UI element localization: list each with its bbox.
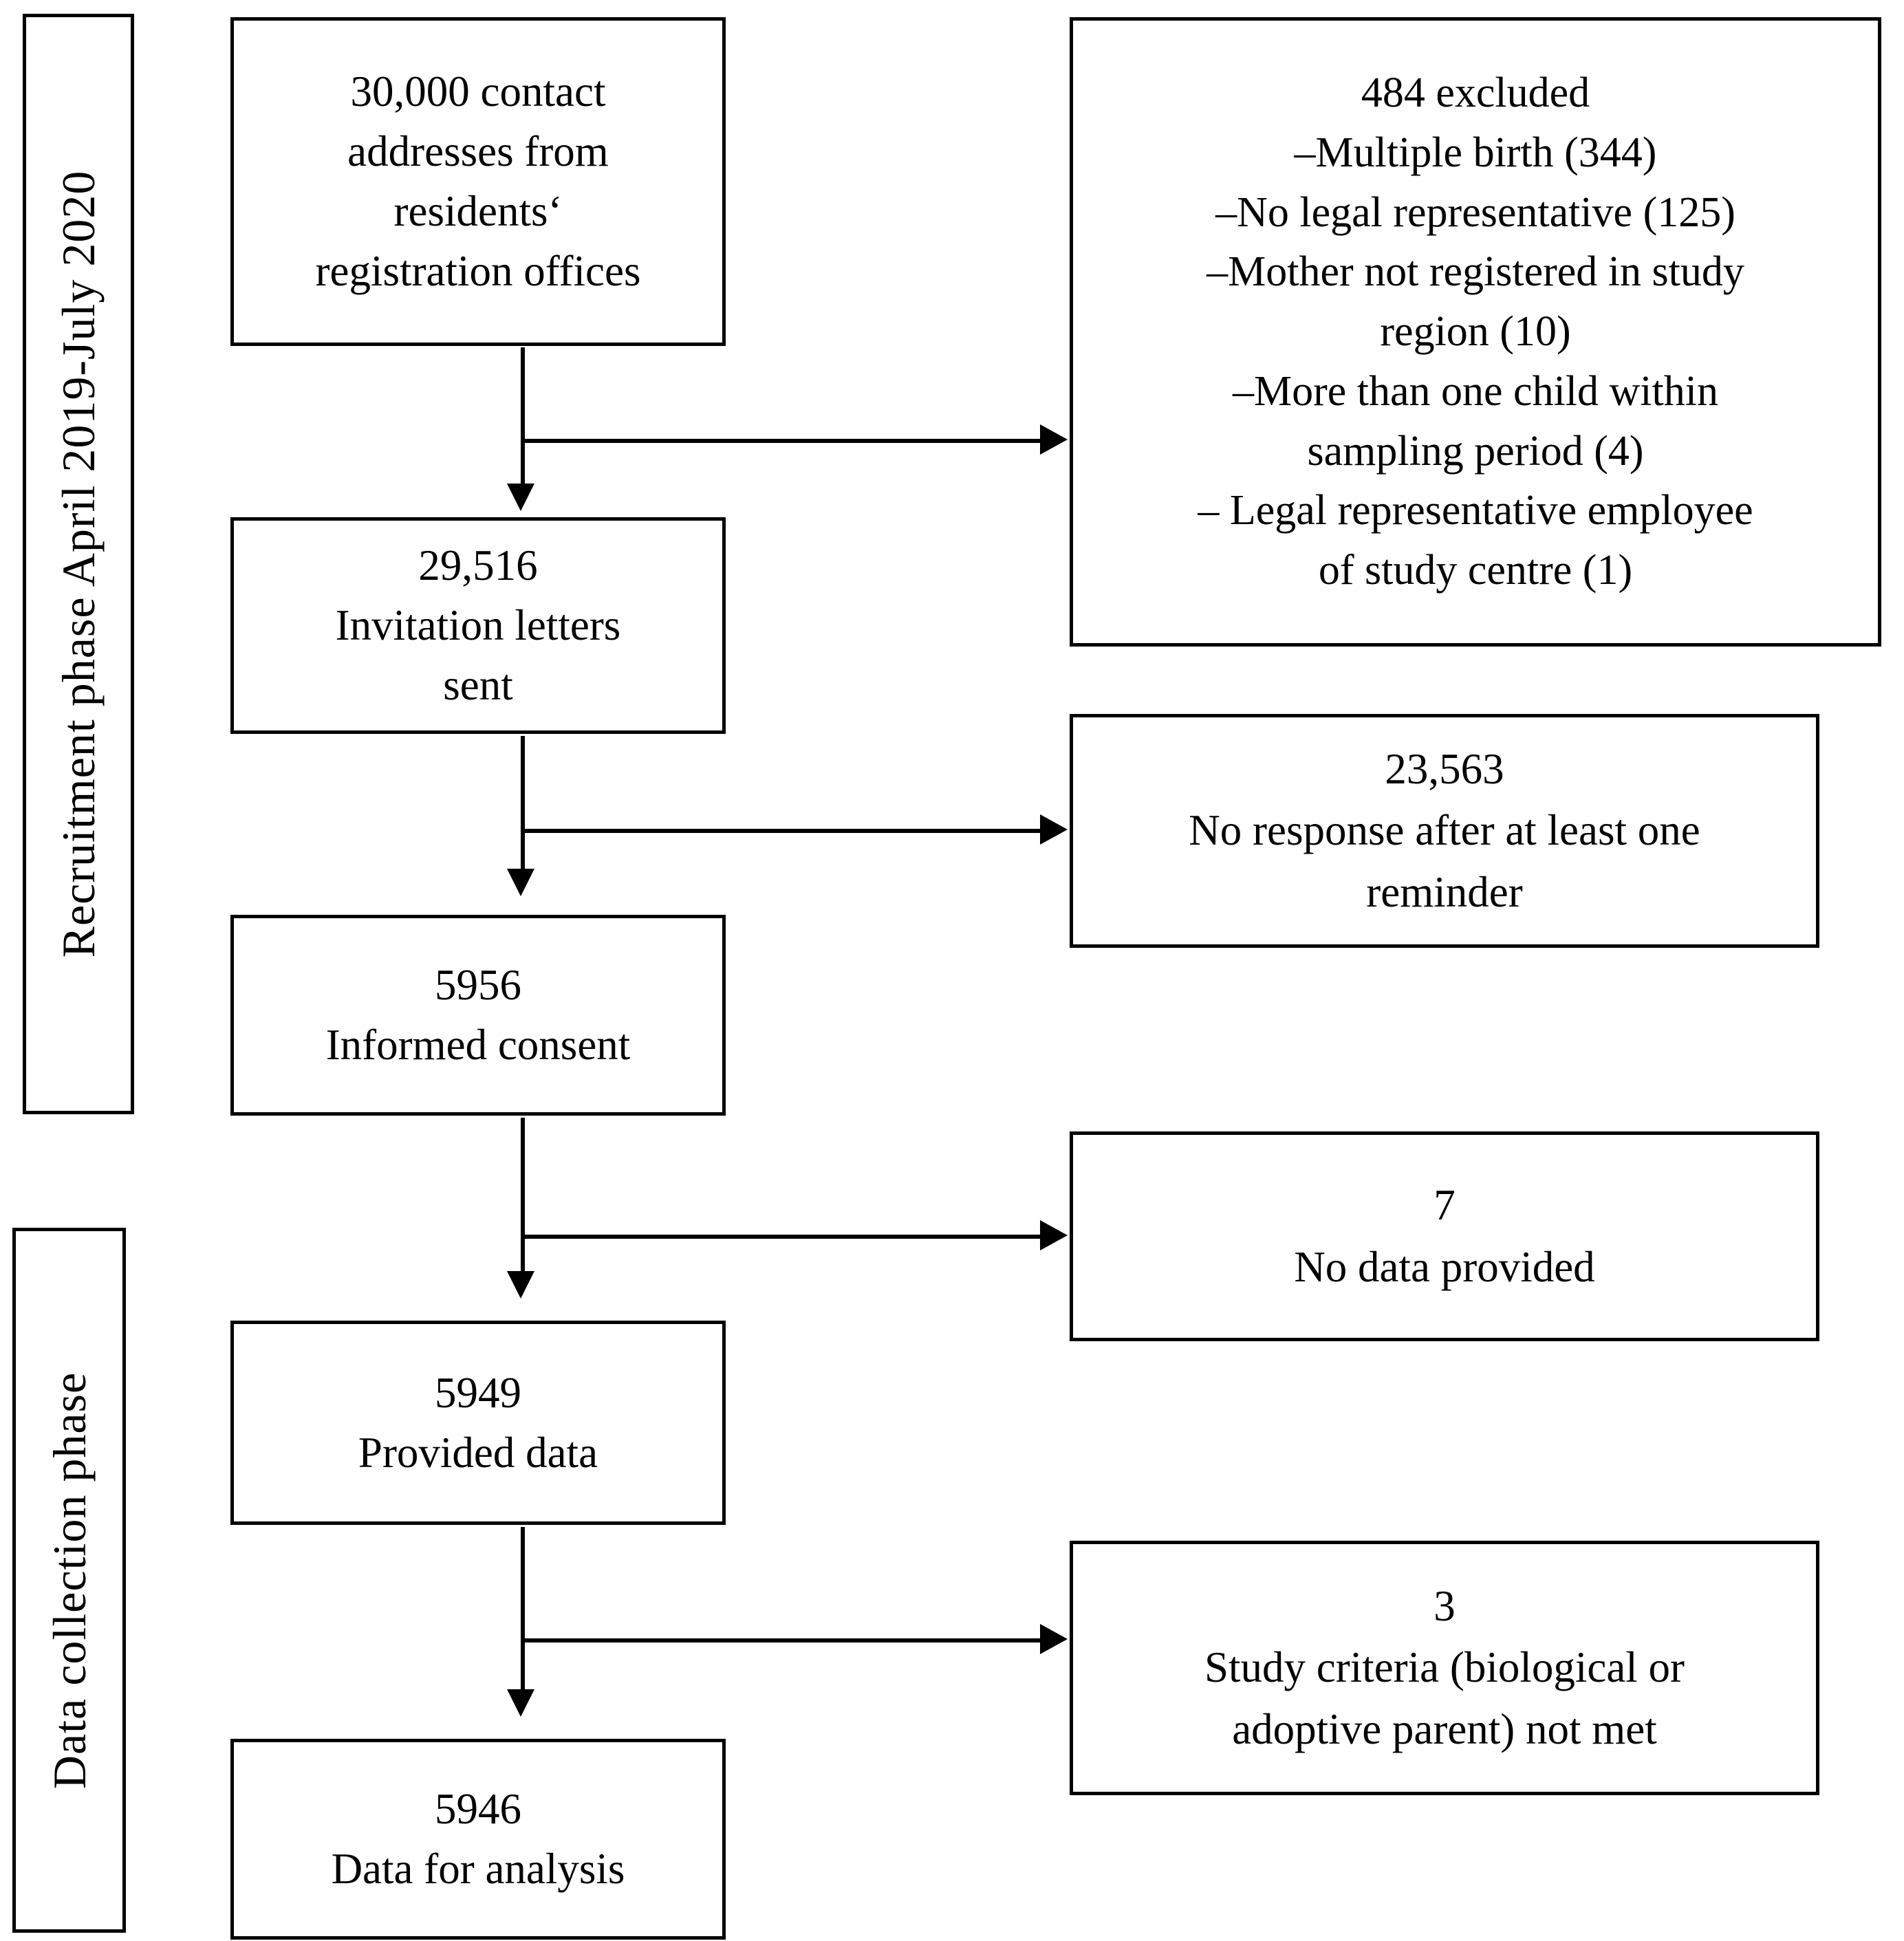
connector-letters-to-no-response bbox=[521, 829, 1043, 833]
arrowhead-right-icon bbox=[1040, 814, 1068, 845]
arrowhead-right-icon bbox=[1040, 1624, 1068, 1654]
line: addresses from bbox=[347, 127, 609, 176]
connector-addresses-to-letters bbox=[521, 347, 525, 488]
connector-provided-to-analysis bbox=[521, 1527, 525, 1694]
line: 5946 bbox=[434, 1785, 521, 1834]
node-excluded-text: 484 excluded –Multiple birth (344) –No l… bbox=[1185, 63, 1765, 600]
phase-label-recruitment: Recruitment phase April 2019-July 2020 bbox=[23, 14, 134, 1114]
arrowhead-down-icon bbox=[507, 869, 534, 896]
line: adoptive parent) not met bbox=[1232, 1704, 1657, 1753]
arrowhead-down-icon bbox=[507, 1271, 534, 1299]
node-study-criteria-not-met: 3 Study criteria (biological or adoptive… bbox=[1070, 1541, 1819, 1795]
arrowhead-down-icon bbox=[507, 1689, 534, 1717]
connector-consent-to-provided bbox=[521, 1118, 525, 1276]
connector-letters-to-consent bbox=[521, 736, 525, 874]
line: Data for analysis bbox=[331, 1845, 625, 1893]
node-informed-consent: 5956 Informed consent bbox=[230, 915, 726, 1116]
arrowhead-down-icon bbox=[507, 484, 534, 511]
line: –No legal representative (125) bbox=[1215, 188, 1735, 236]
line: – Legal representative employee bbox=[1198, 487, 1753, 534]
node-invitation-letters-text: 29,516 Invitation letters sent bbox=[323, 536, 634, 715]
node-provided-data-text: 5949 Provided data bbox=[346, 1363, 610, 1483]
line: No response after at least one bbox=[1189, 806, 1700, 855]
line: Informed consent bbox=[325, 1021, 631, 1069]
line: –Mother not registered in study bbox=[1207, 248, 1744, 296]
phase-label-recruitment-text: Recruitment phase April 2019-July 2020 bbox=[52, 170, 105, 958]
connector-consent-to-no-data bbox=[521, 1235, 1043, 1239]
line: 484 excluded bbox=[1361, 69, 1590, 116]
line: 5949 bbox=[434, 1368, 521, 1417]
node-data-for-analysis-text: 5946 Data for analysis bbox=[319, 1779, 638, 1899]
node-provided-data: 5949 Provided data bbox=[230, 1321, 726, 1525]
arrowhead-right-icon bbox=[1040, 424, 1068, 455]
node-no-response: 23,563 No response after at least one re… bbox=[1070, 714, 1819, 948]
line: Study criteria (biological or bbox=[1204, 1643, 1685, 1692]
line: residents‘ bbox=[393, 187, 563, 235]
line: of study centre (1) bbox=[1318, 547, 1633, 594]
node-no-response-text: 23,563 No response after at least one re… bbox=[1176, 739, 1712, 923]
node-invitation-letters: 29,516 Invitation letters sent bbox=[230, 517, 726, 734]
line: 23,563 bbox=[1385, 744, 1504, 793]
line: registration offices bbox=[315, 246, 641, 295]
line: –Multiple birth (344) bbox=[1294, 129, 1657, 176]
line: 5956 bbox=[434, 961, 521, 1010]
node-contact-addresses: 30,000 contact addresses from residents‘… bbox=[230, 17, 726, 346]
phase-label-data-collection-text: Data collection phase bbox=[43, 1371, 96, 1789]
arrowhead-right-icon bbox=[1040, 1220, 1068, 1250]
connector-addresses-to-excluded bbox=[521, 439, 1043, 443]
line: reminder bbox=[1366, 867, 1523, 916]
node-no-data-provided-text: 7 No data provided bbox=[1281, 1175, 1607, 1298]
line: Invitation letters bbox=[335, 601, 621, 650]
node-contact-addresses-text: 30,000 contact addresses from residents‘… bbox=[303, 62, 653, 301]
line: 30,000 contact bbox=[350, 67, 606, 116]
node-excluded: 484 excluded –Multiple birth (344) –No l… bbox=[1070, 17, 1881, 647]
node-informed-consent-text: 5956 Informed consent bbox=[314, 955, 643, 1075]
line: No data provided bbox=[1294, 1242, 1595, 1291]
line: sent bbox=[443, 660, 513, 709]
line: sampling period (4) bbox=[1307, 427, 1644, 475]
node-study-criteria-not-met-text: 3 Study criteria (biological or adoptive… bbox=[1192, 1576, 1697, 1760]
line: Provided data bbox=[358, 1428, 598, 1477]
line: 3 bbox=[1434, 1581, 1456, 1630]
phase-label-data-collection: Data collection phase bbox=[12, 1228, 126, 1933]
node-data-for-analysis: 5946 Data for analysis bbox=[230, 1739, 726, 1940]
connector-provided-to-criteria bbox=[521, 1638, 1043, 1642]
node-no-data-provided: 7 No data provided bbox=[1070, 1131, 1819, 1341]
line: –More than one child within bbox=[1233, 367, 1718, 415]
line: region (10) bbox=[1380, 308, 1571, 356]
line: 29,516 bbox=[418, 541, 538, 590]
line: 7 bbox=[1434, 1181, 1456, 1230]
